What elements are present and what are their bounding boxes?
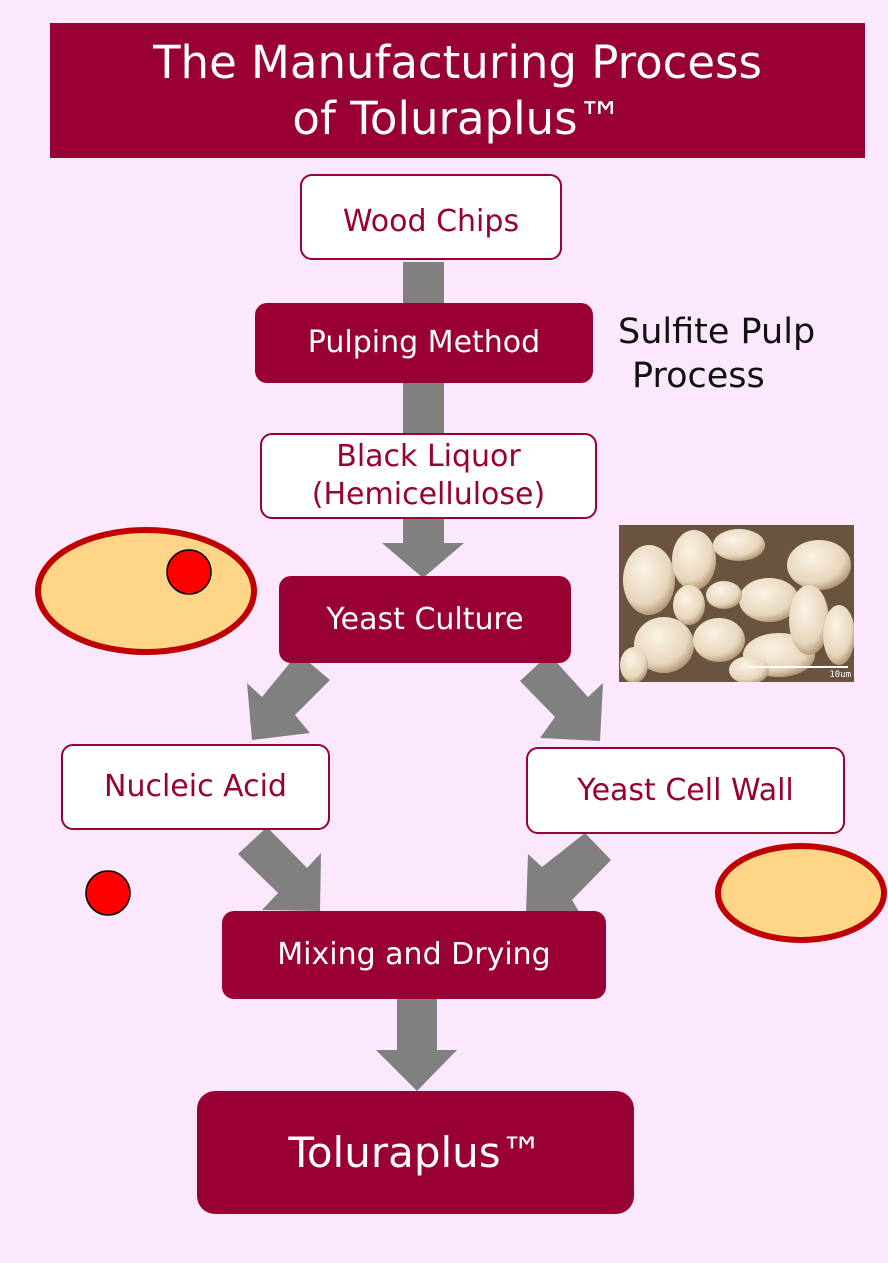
step-yeast-cell-wall: Yeast Cell Wall	[526, 747, 845, 834]
step-yeast-culture-label: Yeast Culture	[326, 601, 524, 637]
step-yeast-culture: Yeast Culture	[279, 576, 571, 663]
step-pulping-method-label: Pulping Method	[307, 325, 541, 360]
sulfite-note-line-2: Process	[632, 356, 765, 396]
scale-bar	[748, 666, 848, 668]
sulfite-note-line-1: Sulfite Pulp	[618, 312, 816, 352]
yeast-micrograph-image	[619, 525, 854, 682]
arrow-from-nucleic-acid	[238, 827, 321, 911]
scale-label: 10um	[829, 670, 851, 680]
final-product: Toluraplus™	[197, 1091, 634, 1214]
arrow-down-yeast-culture	[382, 518, 464, 578]
page-title: The Manufacturing Process of Toluraplus™	[50, 23, 865, 158]
step-nucleic-acid: Nucleic Acid	[61, 744, 330, 830]
step-mixing-drying-label: Mixing and Drying	[277, 937, 551, 972]
yeast-micrograph: 10um	[619, 525, 854, 682]
nucleic-acid-icon	[85, 870, 131, 916]
step-mixing-drying: Mixing and Drying	[222, 911, 606, 999]
cell-wall-icon	[715, 843, 887, 943]
sulfite-note: Sulfite Pulp Process	[618, 310, 815, 398]
connector-bar-1	[403, 262, 444, 306]
arrow-to-yeast-cell-wall	[520, 654, 603, 741]
final-product-label: Toluraplus™	[288, 1127, 543, 1177]
step-pulping-method: Pulping Method	[255, 303, 593, 383]
nucleus-icon	[166, 549, 212, 595]
step-yeast-cell-wall-label: Yeast Cell Wall	[577, 772, 794, 808]
arrow-down-product	[376, 998, 457, 1091]
connector-bar-2	[403, 382, 444, 434]
arrow-to-nucleic-acid	[247, 653, 330, 740]
step-black-liquor-label-2: (Hemicellulose)	[311, 477, 546, 512]
title-line-1: The Manufacturing Process	[153, 35, 762, 89]
step-nucleic-acid-label: Nucleic Acid	[104, 769, 287, 804]
step-black-liquor: Black Liquor (Hemicellulose)	[260, 433, 597, 519]
yeast-cell-icon	[35, 527, 257, 655]
step-wood-chips-label: Wood Chips	[342, 204, 520, 239]
step-wood-chips: Wood Chips	[300, 174, 562, 260]
title-line-2: of Toluraplus™	[292, 91, 623, 145]
arrow-from-yeast-cell-wall	[526, 833, 611, 915]
step-black-liquor-label-1: Black Liquor	[336, 439, 521, 474]
